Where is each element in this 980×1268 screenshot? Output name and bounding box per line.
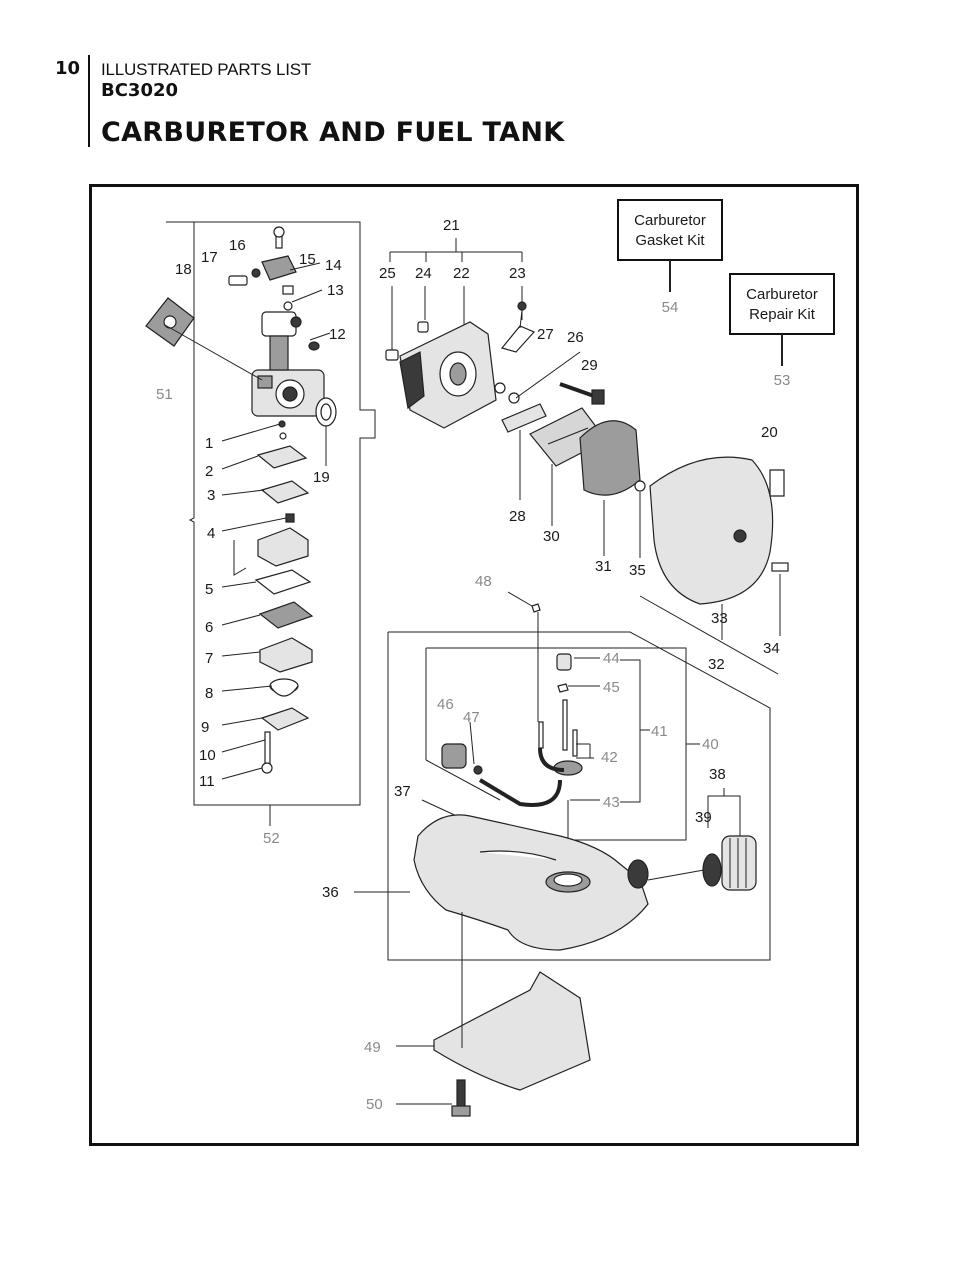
label-7: 7: [205, 650, 213, 667]
repair-kit-line1: Carburetor: [746, 286, 818, 303]
label-8: 8: [205, 685, 213, 702]
carburetor-body: [251, 311, 325, 417]
label-46: 46: [437, 696, 454, 713]
label-47: 47: [463, 709, 480, 726]
label-27: 27: [537, 326, 554, 343]
diagram-frame: [89, 184, 859, 1146]
label-15: 15: [299, 251, 316, 268]
header-divider: [88, 55, 90, 147]
label-19: 19: [313, 469, 330, 486]
label-49: 49: [364, 1039, 381, 1056]
label-17: 17: [201, 249, 218, 266]
section-label: ILLUSTRATED PARTS LIST: [101, 60, 312, 79]
repair-kit-line2: Repair Kit: [749, 306, 816, 323]
label-24: 24: [415, 265, 432, 282]
label-45: 45: [603, 679, 620, 696]
gasket-kit-line2: Gasket Kit: [635, 232, 705, 249]
label-37: 37: [394, 783, 411, 800]
label-18: 18: [175, 261, 192, 278]
carb-leader-lines: [221, 262, 331, 780]
label-20: 20: [761, 424, 778, 441]
repair-kit-callout: Carburetor Repair Kit 53: [729, 273, 835, 389]
air-cleaner-base: [385, 321, 497, 429]
choke-lever: [500, 301, 536, 353]
insulator-plate: [145, 297, 263, 381]
label-2: 2: [205, 463, 213, 480]
label-10: 10: [199, 747, 216, 764]
air-cleaner-bracket: [389, 238, 523, 360]
label-48: 48: [475, 573, 492, 590]
label-5: 5: [205, 581, 213, 598]
label-9: 9: [201, 719, 209, 736]
label-4: 4: [207, 525, 215, 542]
fuel-cap: [647, 788, 757, 891]
label-38: 38: [709, 766, 726, 783]
label-28: 28: [509, 508, 526, 525]
air-filter-pad: [579, 420, 641, 556]
gasket-kit-line1: Carburetor: [634, 212, 706, 229]
label-21: 21: [443, 217, 460, 234]
label-22: 22: [453, 265, 470, 282]
label-13: 13: [327, 282, 344, 299]
label-43: 43: [603, 794, 620, 811]
label-42: 42: [601, 749, 618, 766]
label-12: 12: [329, 326, 346, 343]
label-6: 6: [205, 619, 213, 636]
label-29: 29: [581, 357, 598, 374]
page-title: CARBURETOR AND FUEL TANK: [101, 117, 565, 148]
label-35: 35: [629, 562, 646, 579]
label-53: 53: [774, 372, 791, 389]
label-52: 52: [263, 830, 280, 847]
label-39: 39: [695, 809, 712, 826]
label-1: 1: [205, 435, 213, 452]
model-number: BC3020: [101, 80, 179, 101]
carburetor-group-bracket: [166, 221, 376, 826]
fuel-tank: [413, 814, 649, 951]
label-44: 44: [603, 650, 620, 667]
label-34: 34: [763, 640, 780, 657]
label-31: 31: [595, 558, 612, 575]
label-26: 26: [567, 329, 584, 346]
label-41: 41: [651, 723, 668, 740]
tank-bracket-plate: [354, 891, 591, 1117]
label-50: 50: [366, 1096, 383, 1113]
fuel-line-parts: [441, 603, 583, 807]
part-number-labels: 1 2 3 4 5 6 7 8 9 10 11 12 13 14 15 16 1…: [156, 217, 780, 1113]
gasket-kit-callout: Carburetor Gasket Kit 54: [617, 199, 723, 316]
label-30: 30: [543, 528, 560, 545]
label-33: 33: [711, 610, 728, 627]
label-25: 25: [379, 265, 396, 282]
label-51: 51: [156, 386, 173, 403]
label-11: 11: [199, 773, 215, 790]
label-14: 14: [325, 257, 342, 274]
choke-parts: [494, 351, 581, 500]
throttle-lever-parts: [228, 226, 320, 351]
label-36: 36: [322, 884, 339, 901]
label-16: 16: [229, 237, 246, 254]
carburetor-stack-parts: [254, 420, 314, 774]
air-cleaner-cover: [634, 456, 789, 675]
page-number: 10: [55, 58, 81, 79]
label-3: 3: [207, 487, 215, 504]
label-54: 54: [662, 299, 679, 316]
label-40: 40: [702, 736, 719, 753]
bolt-29: [559, 382, 605, 405]
label-32: 32: [708, 656, 725, 673]
label-23: 23: [509, 265, 526, 282]
